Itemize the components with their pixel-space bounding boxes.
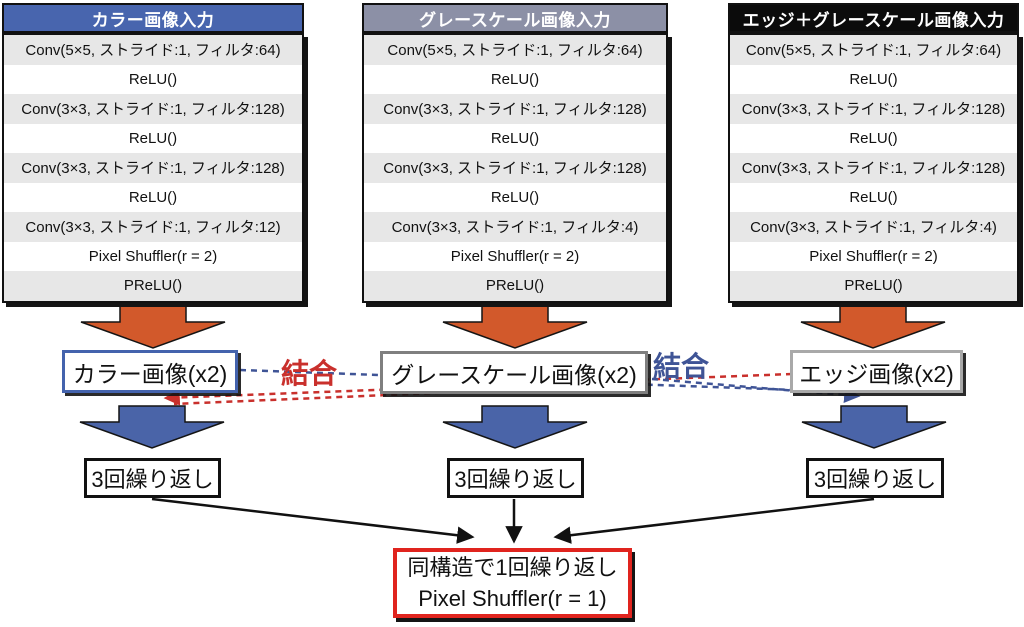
final-box: 同構造で1回繰り返し Pixel Shuffler(r = 1) [393, 548, 632, 618]
final-box-line2: Pixel Shuffler(r = 1) [418, 586, 607, 611]
connector-arrow-right [553, 497, 875, 544]
connector-arrow-left [151, 497, 475, 544]
down-arrow-blue-gray [442, 405, 588, 449]
down-arrow-orange-edge [800, 305, 946, 349]
output-box-color: カラー画像(x2) [62, 350, 238, 393]
layer-row: Conv(3×3, ストライド:1, フィルタ:4) [730, 212, 1017, 242]
output-box-grayscale: グレースケール画像(x2) [380, 351, 648, 394]
layer-row: ReLU() [128, 129, 178, 147]
down-arrow-blue-edge [801, 405, 947, 449]
down-arrow-orange-gray [442, 305, 588, 349]
column-grayscale-header: グレースケール画像入力 [362, 3, 668, 33]
layer-row: Pixel Shuffler(r = 2) [88, 247, 218, 265]
layer-row: Conv(5×5, ストライド:1, フィルタ:64) [730, 35, 1017, 65]
layer-row: Pixel Shuffler(r = 2) [450, 247, 580, 265]
layer-row: ReLU() [490, 129, 540, 147]
concat-dashed-blue-from-gray [651, 377, 861, 403]
layer-row: Conv(5×5, ストライド:1, フィルタ:64) [4, 35, 302, 65]
layer-row: Conv(3×3, ストライド:1, フィルタ:128) [364, 153, 666, 183]
column-color: カラー画像入力 Conv(5×5, ストライド:1, フィルタ:64) ReLU… [2, 3, 304, 303]
layer-row: Conv(3×3, ストライド:1, フィルタ:128) [4, 153, 302, 183]
repeat-box-color: 3回繰り返し [84, 458, 221, 498]
column-color-layers: Conv(5×5, ストライド:1, フィルタ:64) ReLU() Conv(… [2, 33, 304, 303]
layer-row: Conv(3×3, ストライド:1, フィルタ:4) [364, 212, 666, 242]
layer-row: ReLU() [849, 70, 898, 88]
layer-row: ReLU() [128, 188, 178, 206]
column-edge: エッジ＋グレースケール画像入力 Conv(5×5, ストライド:1, フィルタ:… [728, 3, 1019, 303]
column-grayscale-layers: Conv(5×5, ストライド:1, フィルタ:64) ReLU() Conv(… [362, 33, 668, 303]
concat-label-red: 結合 [281, 358, 338, 389]
layer-row: ReLU() [128, 70, 178, 88]
output-box-edge: エッジ画像(x2) [790, 350, 963, 393]
layer-row: PReLU() [4, 271, 302, 301]
final-box-line1: 同構造で1回繰り返し [407, 555, 618, 580]
repeat-box-grayscale: 3回繰り返し [447, 458, 584, 498]
layer-row: ReLU() [490, 188, 540, 206]
layer-row: Conv(3×3, ストライド:1, フィルタ:128) [364, 94, 666, 124]
layer-row: ReLU() [849, 188, 898, 206]
layer-row: PReLU() [730, 271, 1017, 301]
down-arrow-orange-color [80, 305, 226, 349]
layer-row: Conv(5×5, ストライド:1, フィルタ:64) [364, 35, 666, 65]
column-edge-header: エッジ＋グレースケール画像入力 [728, 3, 1019, 33]
layer-row: Conv(3×3, ストライド:1, フィルタ:128) [4, 94, 302, 124]
repeat-box-edge: 3回繰り返し [806, 458, 944, 498]
layer-row: ReLU() [490, 70, 540, 88]
layer-row: ReLU() [849, 129, 898, 147]
layer-row: Pixel Shuffler(r = 2) [809, 247, 938, 265]
concat-label-blue: 結合 [653, 351, 710, 382]
column-color-header: カラー画像入力 [2, 3, 304, 33]
layer-row: Conv(3×3, ストライド:1, フィルタ:128) [730, 94, 1017, 124]
layer-row: Conv(3×3, ストライド:1, フィルタ:128) [730, 153, 1017, 183]
column-grayscale: グレースケール画像入力 Conv(5×5, ストライド:1, フィルタ:64) … [362, 3, 668, 303]
concat-dashed-blue-from-color [239, 368, 853, 394]
layer-row: PReLU() [364, 271, 666, 301]
column-edge-layers: Conv(5×5, ストライド:1, フィルタ:64) ReLU() Conv(… [728, 33, 1019, 303]
down-arrow-blue-color [79, 405, 225, 449]
layer-row: Conv(3×3, ストライド:1, フィルタ:12) [4, 212, 302, 242]
